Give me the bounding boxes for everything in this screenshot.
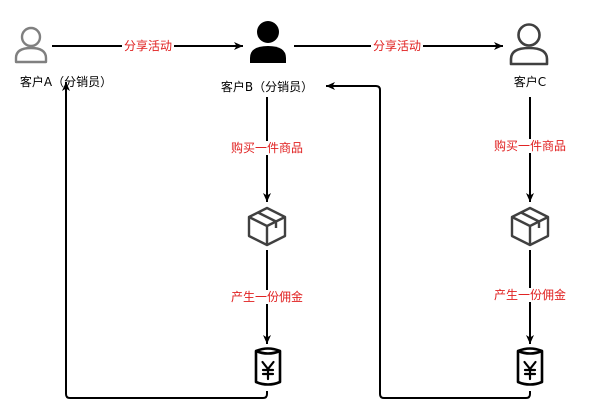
customer-b-label: 客户B（分销员） xyxy=(220,80,314,94)
edge-return-c-to-b xyxy=(326,82,531,399)
share-a-to-b-label: 分享活动 xyxy=(121,39,175,53)
user-outline-icon xyxy=(14,26,48,64)
buy-c-label: 购买一件商品 xyxy=(491,139,569,153)
user-filled-icon xyxy=(250,21,286,63)
yuan-cylinder-icon xyxy=(516,347,544,386)
customer-c-label: 客户C xyxy=(513,75,547,89)
package-box-icon xyxy=(510,206,550,247)
package-box-icon xyxy=(247,206,287,247)
yuan-cylinder-icon xyxy=(254,347,282,386)
commission-c-label: 产生一份佣金 xyxy=(491,288,569,302)
customer-a-label: 客户A（分销员） xyxy=(19,75,113,89)
edge-return-b-to-a xyxy=(62,82,268,399)
commission-b-label: 产生一份佣金 xyxy=(228,290,306,304)
buy-b-label: 购买一件商品 xyxy=(228,141,306,155)
share-b-to-c-label: 分享活动 xyxy=(370,39,424,53)
user-outline-icon xyxy=(509,23,549,66)
